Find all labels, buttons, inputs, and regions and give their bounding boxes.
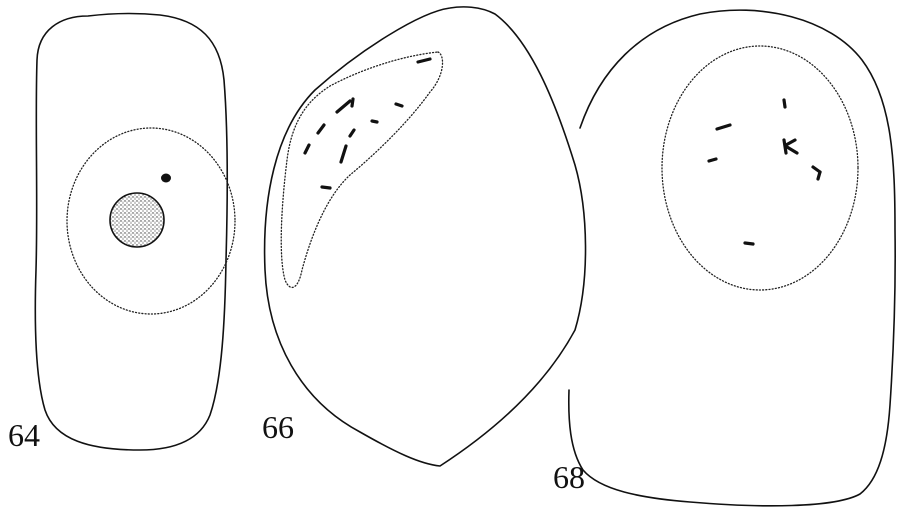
chromosome <box>350 130 354 136</box>
chromosome <box>717 125 730 129</box>
cell-66-outline <box>265 7 586 466</box>
figure-label-64: 64 <box>8 417 40 453</box>
chromosome <box>787 147 797 153</box>
chromosome <box>786 140 795 145</box>
chromosome <box>745 243 753 244</box>
chromosome <box>341 146 346 162</box>
cell-68 <box>569 10 895 506</box>
cell-64 <box>35 13 235 450</box>
chromosome <box>709 159 716 161</box>
chromosome <box>305 145 309 153</box>
figure-label-66: 66 <box>262 409 294 445</box>
chromosome <box>318 125 324 133</box>
cell-66-nucleus-boundary <box>281 52 442 287</box>
chromosome <box>784 100 785 107</box>
chromosome <box>396 104 402 106</box>
chromosome <box>372 121 377 122</box>
chromosome <box>818 172 820 179</box>
cell-64-nucleolus <box>110 193 164 247</box>
cell-66 <box>265 7 586 466</box>
cell-66-chromosomes <box>305 59 430 188</box>
cell-68-chromosomes <box>709 100 820 244</box>
figure-label-68: 68 <box>553 459 585 495</box>
chromosome <box>322 187 330 188</box>
chromosome <box>337 101 350 112</box>
chromosome <box>352 99 353 106</box>
chromosome <box>418 59 430 62</box>
cell-68-nucleus-boundary <box>662 46 858 290</box>
cell-64-dot <box>161 174 171 183</box>
cell-68-outline-upper <box>569 10 895 506</box>
